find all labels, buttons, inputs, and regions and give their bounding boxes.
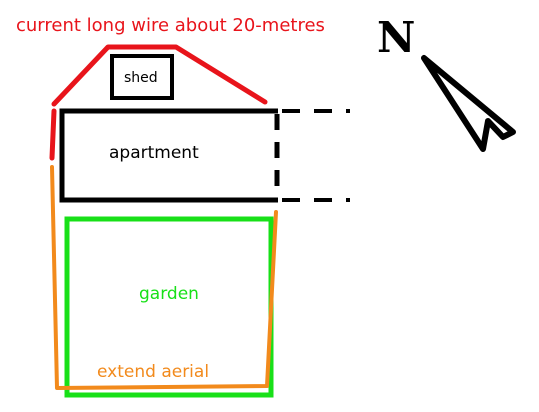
apartment-outline bbox=[59, 108, 278, 203]
shed-label: shed bbox=[124, 70, 158, 86]
shed-box bbox=[110, 54, 174, 100]
apartment-label: apartment bbox=[109, 143, 199, 163]
current-wire-side-segment bbox=[49, 108, 57, 161]
garden-label: garden bbox=[139, 284, 199, 304]
extend-aerial-label: extend aerial bbox=[97, 362, 209, 382]
north-arrow-icon bbox=[421, 55, 516, 152]
current-wire bbox=[49, 44, 268, 161]
extension-wire bbox=[50, 165, 278, 390]
current-wire-roof-segment bbox=[51, 44, 268, 107]
north-label: N bbox=[377, 13, 415, 62]
title-label: current long wire about 20-metres bbox=[16, 15, 325, 36]
